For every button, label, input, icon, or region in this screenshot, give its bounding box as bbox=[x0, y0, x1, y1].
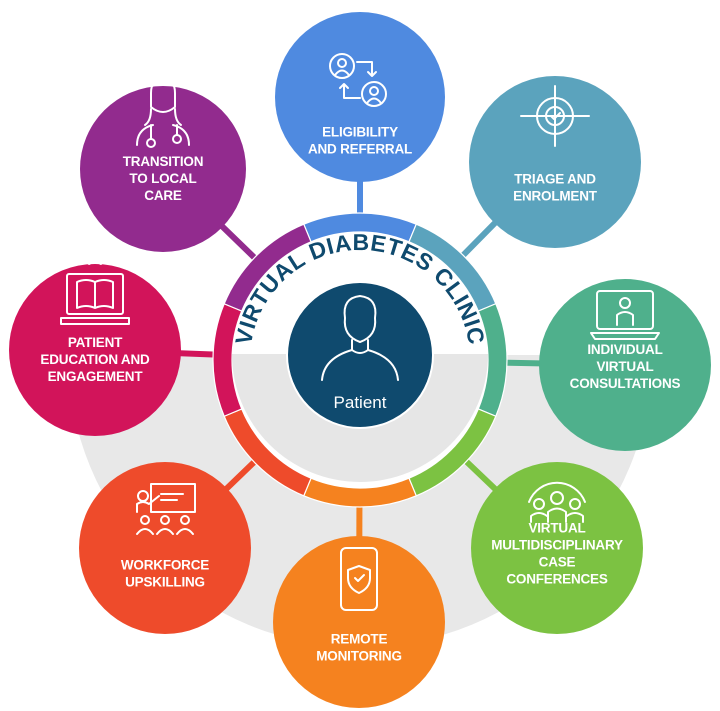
person-icon bbox=[321, 295, 399, 381]
service-label: INDIVIDUAL VIRTUAL CONSULTATIONS bbox=[570, 342, 681, 391]
service-label-line: TO LOCAL bbox=[129, 171, 196, 186]
laptop-book-icon bbox=[60, 255, 130, 325]
service-label-line: MULTIDISCIPLINARY bbox=[491, 538, 623, 553]
service-circle bbox=[273, 536, 445, 708]
service-label-line: UPSKILLING bbox=[125, 575, 205, 590]
service-label-line: TRANSITION bbox=[123, 154, 204, 169]
team-gear-icon bbox=[528, 481, 586, 523]
service-label-line: MONITORING bbox=[316, 649, 402, 664]
service-label-line: REMOTE bbox=[331, 632, 388, 647]
service-remote-monitoring[interactable]: REMOTE MONITORING bbox=[273, 536, 445, 708]
service-label-line: VIRTUAL bbox=[596, 359, 653, 374]
segmented-ring bbox=[212, 212, 508, 508]
doctor-icon bbox=[136, 78, 190, 148]
service-circle bbox=[80, 86, 246, 252]
service-label-line: CONSULTATIONS bbox=[570, 376, 681, 391]
service-triage[interactable]: TRIAGE AND ENROLMENT bbox=[469, 76, 641, 248]
service-label-line: INDIVIDUAL bbox=[587, 342, 662, 357]
service-eligibility[interactable]: ELIGIBILITY AND REFERRAL bbox=[275, 12, 445, 182]
service-label-line: CONFERENCES bbox=[506, 572, 608, 587]
phone-shield-icon bbox=[340, 547, 378, 611]
service-label-line: WORKFORCE bbox=[121, 558, 209, 573]
service-circle bbox=[469, 76, 641, 248]
service-label-line: CARE bbox=[144, 188, 182, 203]
service-label: REMOTE MONITORING bbox=[316, 632, 402, 664]
service-label-line: TRIAGE AND bbox=[514, 172, 596, 187]
service-label-line: ELIGIBILITY bbox=[322, 125, 398, 140]
service-label-line: CASE bbox=[539, 555, 576, 570]
service-workforce[interactable]: WORKFORCE UPSKILLING bbox=[79, 462, 251, 634]
service-label: PATIENT EDUCATION AND ENGAGEMENT bbox=[40, 335, 150, 384]
service-circle bbox=[79, 462, 251, 634]
service-label-line: PATIENT bbox=[68, 335, 123, 350]
target-check-icon bbox=[520, 85, 590, 147]
service-label-line: VIRTUAL bbox=[528, 521, 585, 536]
service-transition[interactable]: TRANSITION TO LOCAL CARE bbox=[80, 78, 246, 252]
laptop-person-icon bbox=[590, 290, 660, 340]
service-label-line: ENROLMENT bbox=[513, 189, 598, 204]
service-label: ELIGIBILITY AND REFERRAL bbox=[308, 125, 412, 157]
service-label-line: EDUCATION AND bbox=[40, 352, 150, 367]
service-label-line: ENGAGEMENT bbox=[48, 369, 144, 384]
service-label-line: AND REFERRAL bbox=[308, 142, 412, 157]
service-circle bbox=[9, 264, 181, 436]
service-circle bbox=[539, 279, 711, 451]
patient-circle[interactable]: Patient bbox=[286, 281, 434, 429]
service-circle bbox=[471, 462, 643, 634]
service-consultations[interactable]: INDIVIDUAL VIRTUAL CONSULTATIONS bbox=[539, 279, 711, 451]
presentation-icon bbox=[136, 483, 196, 535]
service-label: VIRTUAL MULTIDISCIPLINARY CASE CONFERENCES bbox=[491, 521, 623, 587]
patient-label: Patient bbox=[334, 393, 387, 412]
service-education[interactable]: PATIENT EDUCATION AND ENGAGEMENT bbox=[9, 255, 181, 437]
service-label: TRANSITION TO LOCAL CARE bbox=[123, 154, 204, 203]
service-case-conferences[interactable]: VIRTUAL MULTIDISCIPLINARY CASE CONFERENCES bbox=[471, 462, 643, 634]
service-label: WORKFORCE UPSKILLING bbox=[121, 558, 209, 590]
service-label: TRIAGE AND ENROLMENT bbox=[513, 172, 598, 204]
referral-exchange-icon bbox=[329, 53, 387, 107]
